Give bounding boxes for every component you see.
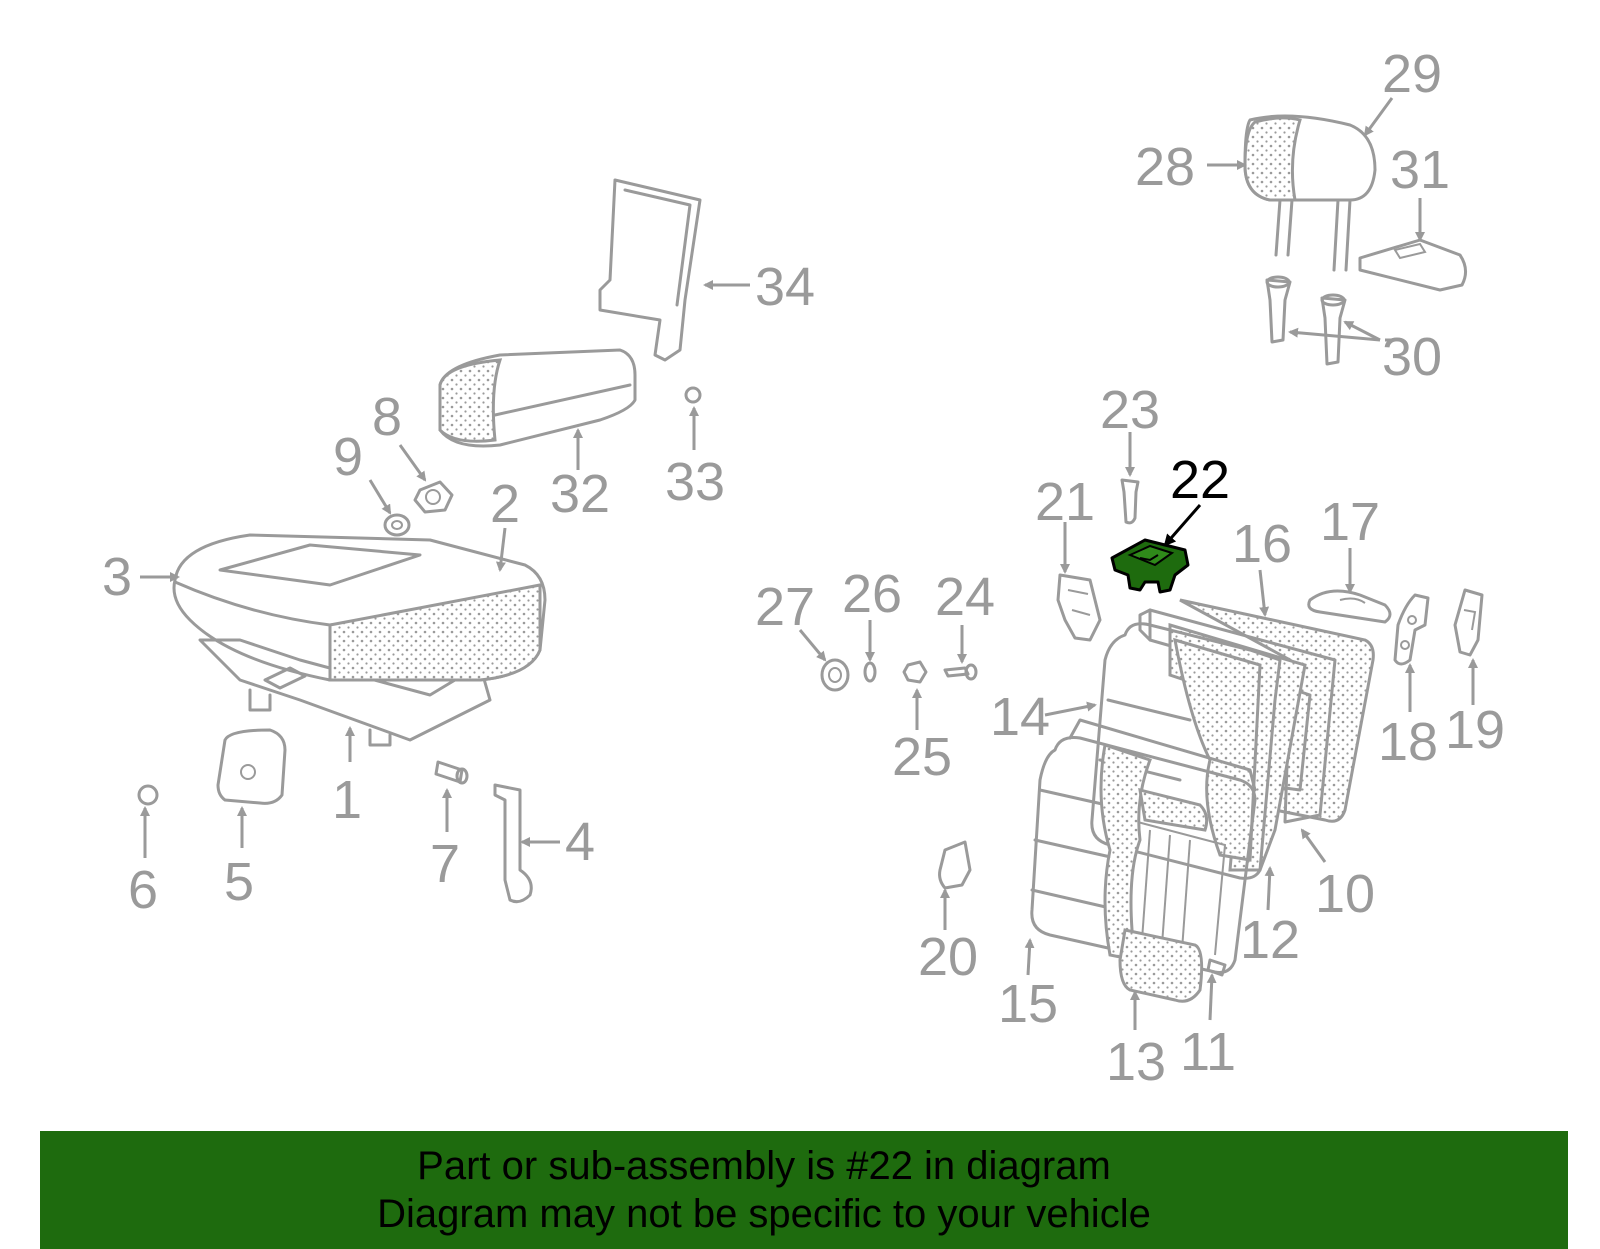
part-22-highlighted (1110, 538, 1190, 594)
callout-32: 32 (550, 464, 610, 524)
banner-line-2: Diagram may not be specific to your vehi… (377, 1192, 1151, 1236)
callout-8: 8 (372, 387, 402, 447)
callout-15: 15 (998, 974, 1058, 1034)
part-5-cover (216, 728, 287, 805)
callout-17: 17 (1320, 492, 1380, 552)
part-31-plate (1358, 238, 1467, 292)
part-32-armrest (438, 348, 637, 448)
callout-27: 27 (755, 577, 815, 637)
callout-5: 5 (224, 852, 254, 912)
callout-11: 11 (1180, 1022, 1236, 1082)
part-7-pin (434, 760, 469, 785)
callout-7: 7 (430, 834, 460, 894)
callout-16: 16 (1232, 514, 1292, 574)
callout-28: 28 (1135, 137, 1195, 197)
callout-31: 31 (1390, 140, 1450, 200)
part-19-latch (1453, 588, 1484, 657)
callout-2: 2 (490, 474, 520, 534)
callout-10: 10 (1315, 864, 1375, 924)
callout-26: 26 (842, 564, 902, 624)
part-4-bracket (493, 783, 533, 904)
callout-9: 9 (333, 427, 363, 487)
parts-diagram: 1 2 3 4 5 6 7 8 9 10 11 12 13 14 15 16 1… (102, 44, 1505, 1092)
part-8-nut (413, 480, 454, 514)
part-21-recliner (1056, 573, 1102, 642)
part-25-nut (902, 660, 928, 684)
callout-25: 25 (892, 727, 952, 787)
part-17-handle (1307, 589, 1392, 624)
callout-22-highlighted: 22 (1170, 450, 1230, 510)
callout-12: 12 (1240, 910, 1300, 970)
callout-23: 23 (1100, 380, 1160, 440)
callout-1: 1 (332, 770, 362, 830)
part-9-washer (383, 513, 411, 537)
callout-30: 30 (1382, 327, 1442, 387)
callout-14: 14 (990, 687, 1050, 747)
part-26-clip (863, 661, 877, 683)
part-30-guides (1265, 275, 1347, 366)
callout-13: 13 (1106, 1032, 1166, 1092)
banner-line-1: Part or sub-assembly is #22 in diagram (417, 1144, 1111, 1188)
callout-3: 3 (102, 547, 132, 607)
part-23-pin (1120, 478, 1140, 525)
part-11-hinge (1206, 958, 1227, 977)
callout-20: 20 (918, 927, 978, 987)
part-27-grommet (820, 658, 850, 692)
leader-lines (140, 97, 1478, 1030)
part-6-plug (137, 784, 159, 806)
callout-18: 18 (1378, 712, 1438, 772)
callout-4: 4 (565, 812, 595, 872)
callout-24: 24 (935, 567, 995, 627)
callout-21: 21 (1035, 472, 1095, 532)
part-18-bracket (1393, 593, 1430, 666)
callout-34: 34 (755, 257, 815, 317)
part-24-screw (943, 663, 978, 681)
callout-6: 6 (128, 860, 158, 920)
part-20-bracket (938, 840, 972, 890)
part-28-headrest (1243, 114, 1377, 272)
callout-33: 33 (665, 452, 725, 512)
part-33-clip (684, 386, 702, 404)
part-34-panel (598, 178, 702, 362)
callout-29: 29 (1382, 44, 1442, 104)
part-13-pad (1118, 928, 1204, 1003)
callout-19: 19 (1445, 700, 1505, 760)
part-15-front-back-cushion (1030, 718, 1257, 974)
info-banner: Part or sub-assembly is #22 in diagram D… (40, 1131, 1568, 1249)
part-2-cushion-cover (328, 583, 542, 682)
